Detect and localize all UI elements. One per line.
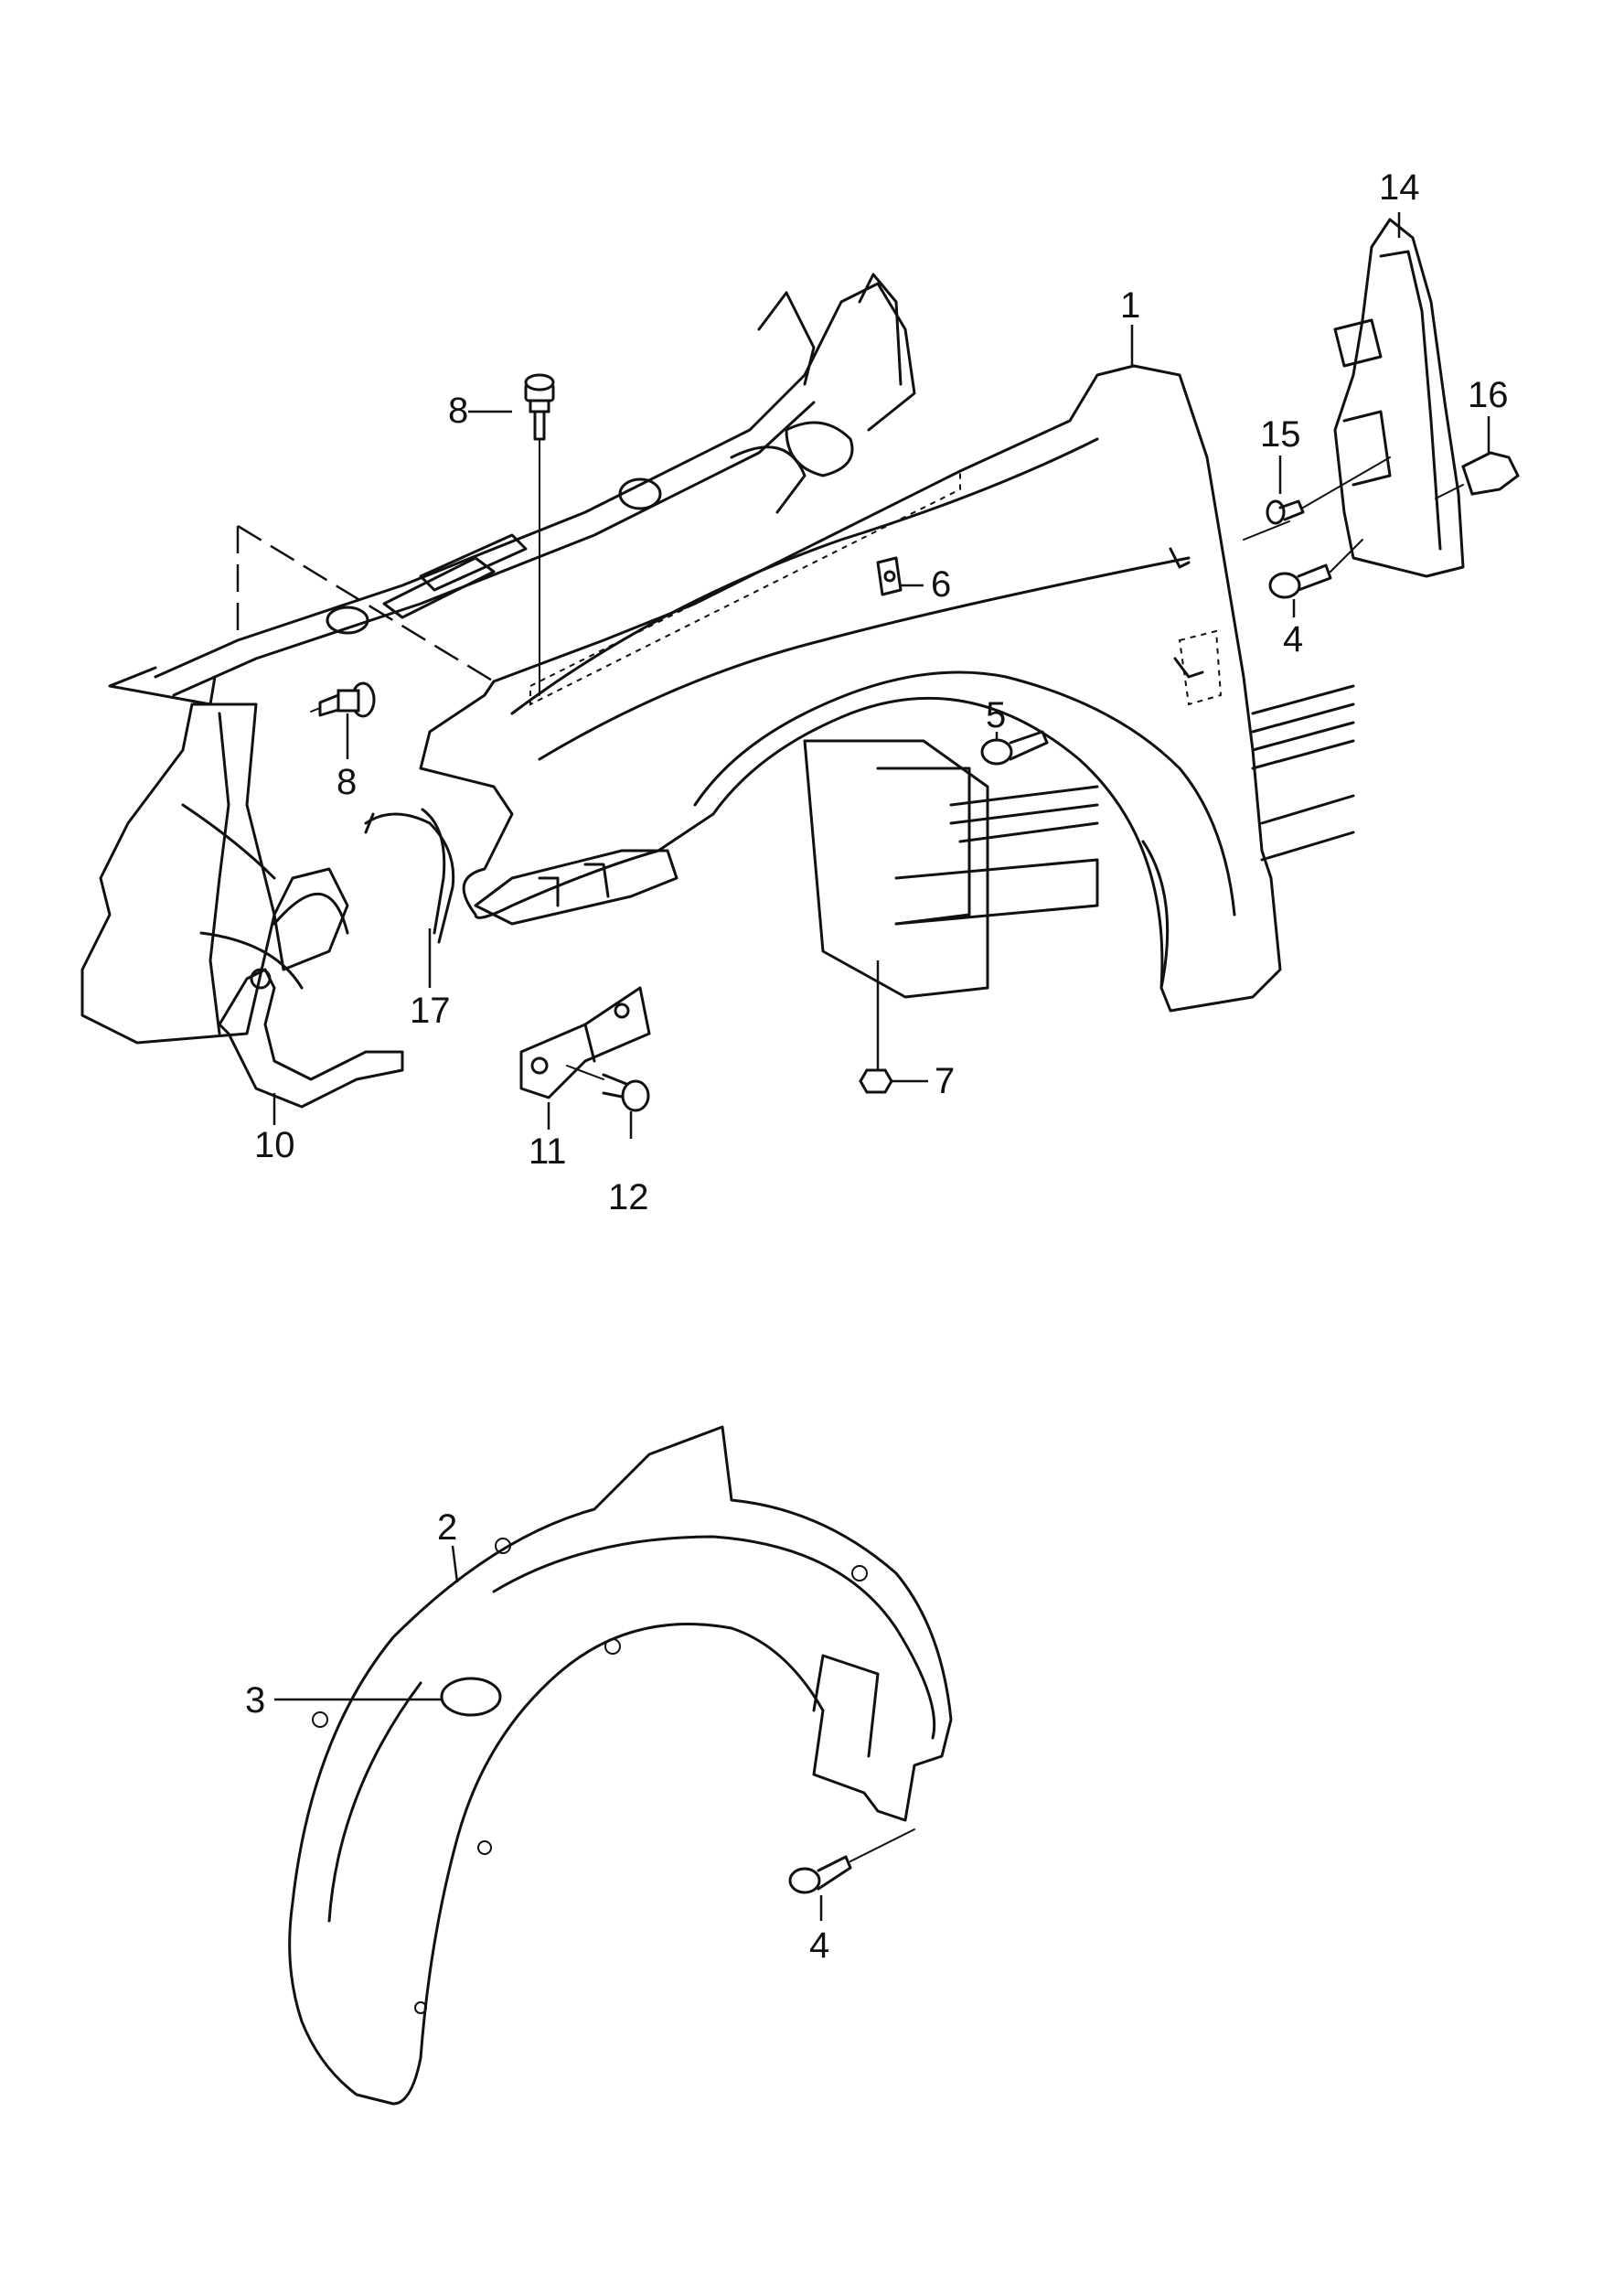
hose-part-17 — [364, 808, 455, 944]
bolt-icon — [310, 681, 376, 718]
callout-8-lower: 8 — [337, 762, 357, 802]
bracket-part-11 — [519, 986, 651, 1099]
callout-14: 14 — [1379, 167, 1420, 208]
callout-15: 15 — [1260, 414, 1301, 455]
callout-1: 1 — [1120, 285, 1140, 326]
nut-icon — [859, 1068, 893, 1094]
callout-4-upper: 4 — [1283, 619, 1303, 659]
bracket-part-14 — [1333, 218, 1465, 578]
callout-4-lower: 4 — [809, 1925, 829, 1966]
callout-5: 5 — [986, 695, 1006, 735]
body-frame-structure — [80, 273, 1355, 1045]
bolt-icon — [524, 373, 555, 696]
callout-labels: 1 8 14 16 15 6 4 5 8 17 7 10 11 12 2 3 4 — [245, 167, 1509, 1966]
callout-leaders — [272, 212, 1490, 1921]
callout-17: 17 — [410, 991, 451, 1031]
callout-11: 11 — [529, 1131, 567, 1172]
wheel-liner-part-2 — [288, 1425, 953, 2106]
clip-icon — [876, 556, 903, 596]
callout-8-upper: 8 — [448, 391, 468, 431]
callout-12: 12 — [608, 1177, 649, 1217]
rivet-icon — [1243, 456, 1391, 541]
callout-16: 16 — [1468, 375, 1509, 415]
screw-icon — [980, 730, 1049, 766]
screw-icon — [788, 1828, 915, 1894]
bracket-part-10 — [218, 968, 404, 1109]
callout-6: 6 — [931, 564, 951, 605]
clip-nut-icon — [1435, 451, 1520, 499]
screw-icon — [1268, 539, 1363, 599]
callout-3: 3 — [245, 1680, 265, 1721]
bolt-icon — [566, 1065, 650, 1112]
callout-10: 10 — [254, 1125, 295, 1165]
callout-2: 2 — [437, 1507, 457, 1548]
fender-part-1 — [419, 364, 1282, 1013]
callout-7: 7 — [935, 1061, 955, 1101]
